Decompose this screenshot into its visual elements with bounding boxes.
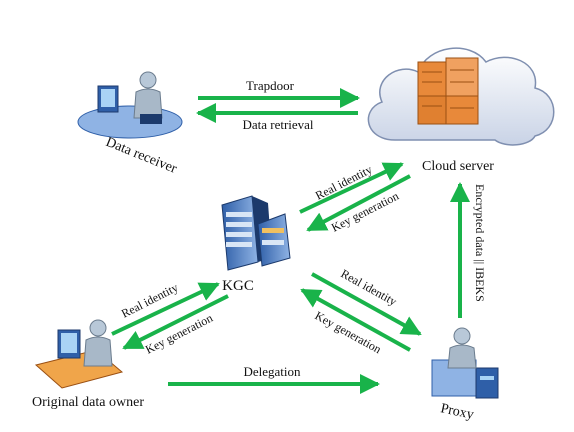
original-data-owner-label: Original data owner — [32, 395, 144, 410]
encrypted-data-label: Encrypted data || IBEKS — [473, 184, 487, 302]
kgc-proxy-real-identity-arrow — [311, 272, 422, 336]
cloud-server-icon — [367, 47, 555, 146]
delegation-label: Delegation — [243, 364, 301, 379]
owner-kgc-real-identity-arrow — [111, 282, 220, 336]
trapdoor-label: Trapdoor — [246, 78, 295, 93]
kgc-icon — [221, 195, 291, 271]
data-receiver-icon — [77, 71, 183, 139]
owner-kgc-key-generation-arrow — [122, 294, 229, 350]
kgc-cloud-key-generation-arrow — [306, 174, 411, 232]
kgc-proxy-real-identity-label: Real identity — [339, 266, 400, 308]
proxy-label: Proxy — [439, 401, 475, 423]
original-data-owner-icon — [34, 319, 124, 389]
kgc-cloud-real-identity-arrow — [299, 162, 404, 214]
data-receiver-label: Data receiver — [104, 135, 179, 177]
proxy-icon — [431, 327, 499, 399]
cloud-server-label: Cloud server — [422, 159, 494, 174]
kgc-proxy-key-generation-arrow — [300, 288, 411, 352]
kgc-label: KGC — [222, 278, 254, 294]
data-retrieval-label: Data retrieval — [242, 117, 313, 132]
